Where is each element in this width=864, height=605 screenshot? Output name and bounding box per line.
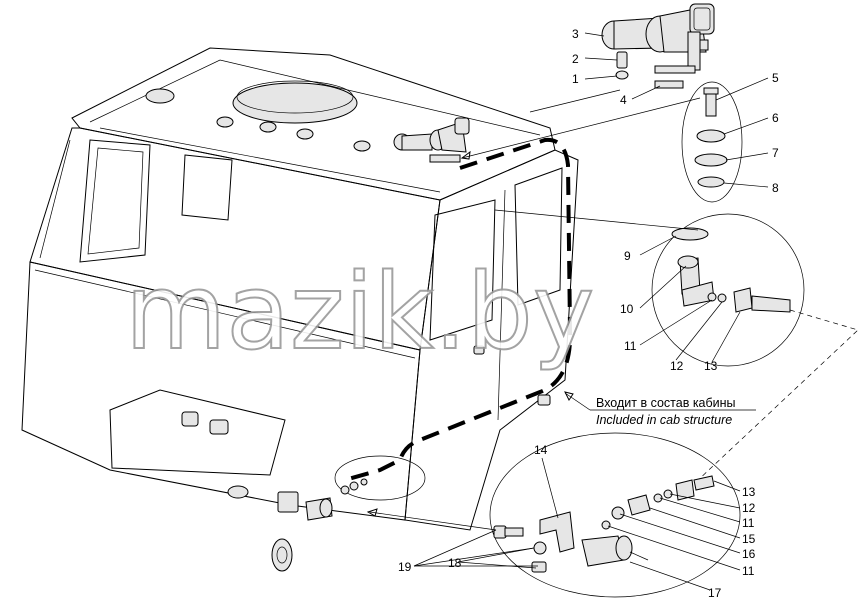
callout-7: 7 [772, 146, 779, 160]
relay-valve-detail [489, 432, 741, 598]
callout-labels: 1 2 3 4 5 6 7 8 9 10 11 12 13 14 13 12 1… [398, 27, 779, 600]
note-en: Included in cab structure [596, 413, 732, 427]
callout-11: 11 [624, 339, 637, 353]
callout-4: 4 [620, 93, 627, 107]
callout-5: 5 [772, 71, 779, 85]
callout-14: 14 [534, 443, 548, 457]
callout-16: 16 [742, 547, 756, 561]
truck-cab [21, 47, 579, 531]
note-ru: Входит в состав кабины [596, 396, 736, 410]
valve-detail [651, 213, 805, 367]
callout-13b: 13 [742, 485, 756, 499]
callout-8: 8 [772, 181, 779, 195]
callout-15: 15 [742, 532, 756, 546]
callout-11c: 11 [742, 564, 755, 578]
callout-2: 2 [572, 52, 579, 66]
cab-bottom-valve [271, 455, 426, 572]
callout-13: 13 [704, 359, 718, 373]
callout-12: 12 [670, 359, 684, 373]
callout-9: 9 [624, 249, 631, 263]
air-hose-line [344, 137, 573, 482]
callout-1: 1 [572, 72, 579, 86]
callout-18: 18 [448, 556, 462, 570]
callout-19: 19 [398, 560, 412, 574]
callout-3: 3 [572, 27, 579, 41]
callout-leaders [413, 32, 769, 591]
callout-12b: 12 [742, 501, 756, 515]
air-horn-assembly [601, 3, 743, 203]
watermark-text: mazik.by [125, 251, 594, 373]
callout-10: 10 [620, 302, 634, 316]
callout-11b: 11 [742, 516, 755, 530]
callout-6: 6 [772, 111, 779, 125]
callout-17: 17 [708, 586, 722, 600]
